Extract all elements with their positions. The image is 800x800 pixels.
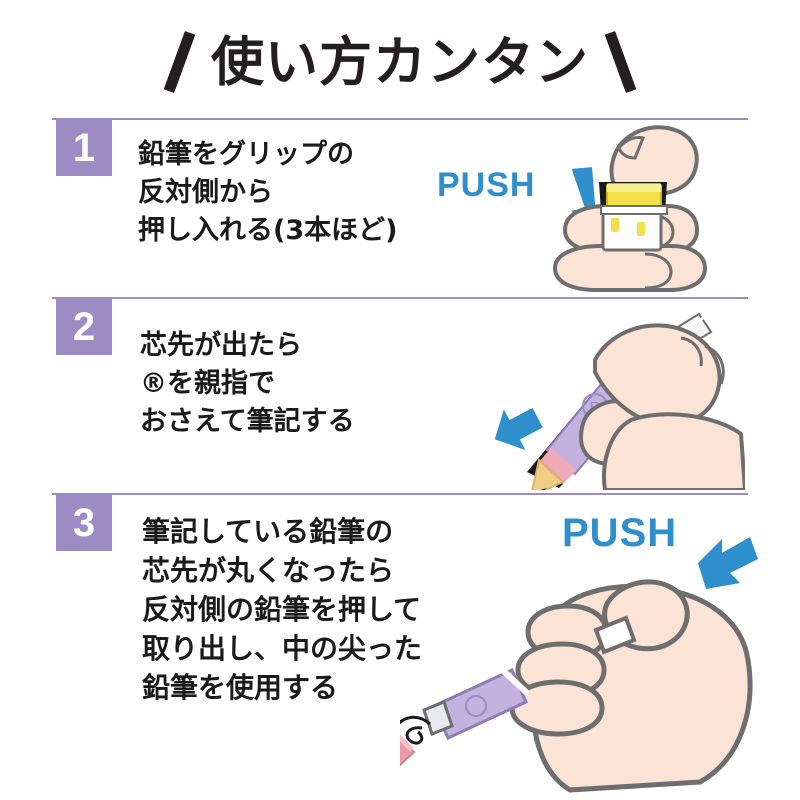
step-3-text-line-3: 反対側の鉛筆を押して xyxy=(142,593,422,626)
step-2-text-line-1: 芯先が出たら xyxy=(140,330,302,361)
step-2-text-line-2: ®を親指で xyxy=(140,368,275,399)
step-2-text-line-3: おさえて筆記する xyxy=(140,406,355,437)
step-3-badge: 3 xyxy=(56,495,112,551)
step-1-divider xyxy=(52,118,748,120)
step-2-divider xyxy=(52,297,748,299)
page-title: 使い方カンタン xyxy=(0,26,800,98)
step-3-text-line-1: 筆記している鉛筆の xyxy=(142,515,394,548)
step-1-text-line-2: 反対側から xyxy=(138,177,273,208)
step-2-arrow-icon xyxy=(494,407,543,451)
step-3-illustration-fist-ejecting-pencil xyxy=(400,579,753,793)
step-1-illustration-hand-inserting-pencil xyxy=(553,125,707,292)
step-1-text-line-1: 鉛筆をグリップの xyxy=(138,139,354,170)
step-1-badge: 1 xyxy=(56,120,112,176)
step-3-text-line-2: 芯先が丸くなったら xyxy=(142,554,395,587)
step-1-push-label: PUSH xyxy=(437,166,536,204)
step-1-text-line-3: 押し入れる(3本ほど) xyxy=(138,215,398,246)
title-slash-left-icon xyxy=(163,30,196,94)
step-3-push-label: PUSH xyxy=(562,511,678,555)
step-3-divider xyxy=(52,493,748,495)
title-slash-right-icon xyxy=(604,30,637,94)
step-3-text-line-4: 取り出し、中の尖った xyxy=(142,632,423,665)
step-2-badge: 2 xyxy=(56,299,112,355)
page-title-text: 使い方カンタン xyxy=(211,31,589,93)
step-3-text-line-5: 鉛筆を使用する xyxy=(142,671,339,704)
step-2-illustration-hand-writing: R xyxy=(527,312,745,490)
step-3-push-arrow-icon xyxy=(698,537,758,589)
